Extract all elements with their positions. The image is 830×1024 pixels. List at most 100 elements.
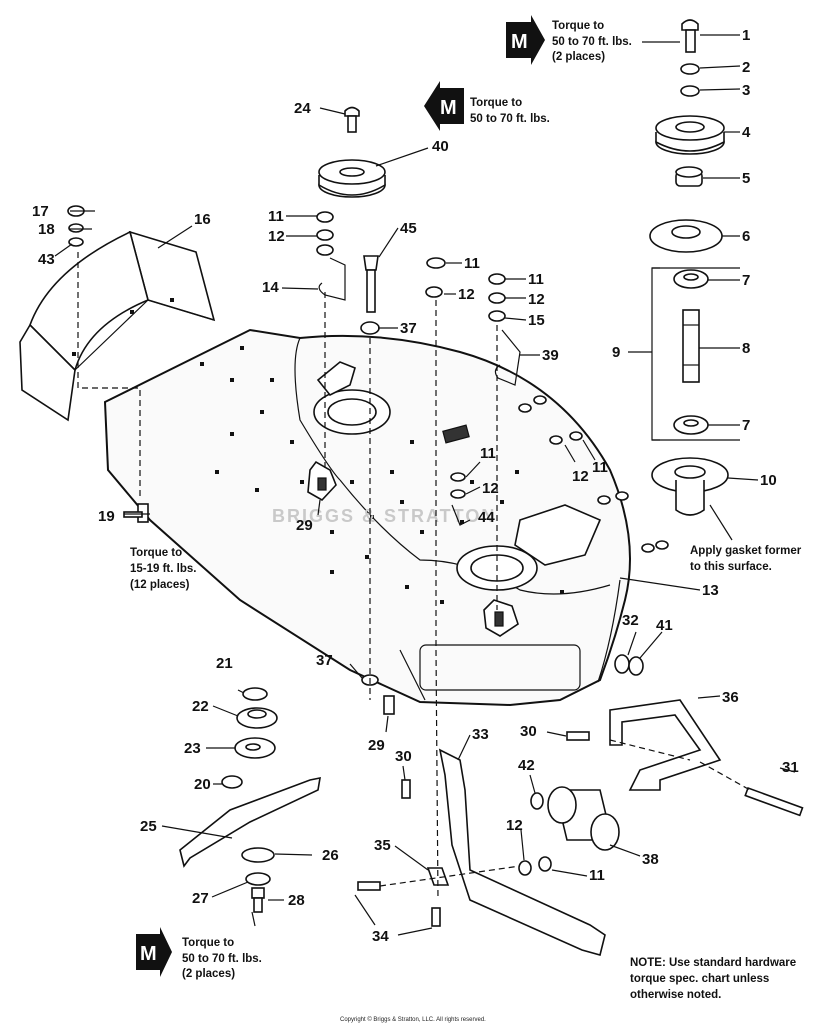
callout-7-bottom: 7 [742, 417, 750, 434]
svg-text:50 to 70 ft. lbs.: 50 to 70 ft. lbs. [470, 113, 550, 125]
svg-text:15-19 ft. lbs.: 15-19 ft. lbs. [130, 563, 196, 575]
spindle-stack [649, 19, 740, 516]
bolt-30-right [566, 731, 590, 741]
callout-30-right: 30 [520, 723, 537, 740]
metric-badge-top-mid: M [424, 81, 464, 131]
callout-25: 25 [140, 818, 157, 835]
gasket-note: Apply gasket former to this surface. [690, 545, 802, 573]
callout-12-f: 12 [506, 817, 523, 834]
alignment-lines [77, 252, 751, 901]
callout-34: 34 [372, 928, 389, 945]
callout-13: 13 [702, 582, 719, 599]
callout-20: 20 [194, 776, 211, 793]
bolt-34a [357, 881, 381, 891]
callout-29-top: 29 [296, 517, 313, 534]
callout-41: 41 [656, 617, 673, 634]
callout-35: 35 [374, 837, 391, 854]
pin-31 [744, 786, 804, 817]
torque-note-top-mid: Torque to 50 to 70 ft. lbs. [470, 97, 550, 125]
torque-note-top-right: Torque to 50 to 70 ft. lbs. (2 places) [552, 20, 632, 63]
bolt-29 [307, 460, 519, 715]
svg-text:otherwise noted.: otherwise noted. [630, 989, 721, 1001]
copyright: Copyright © Briggs & Stratton, LLC. All … [340, 1016, 486, 1023]
idler-pulley [318, 106, 386, 198]
torque-note-bottom-left: Torque to 50 to 70 ft. lbs. (2 places) [182, 937, 262, 980]
callout-43: 43 [38, 251, 55, 268]
svg-text:(2 places): (2 places) [552, 51, 605, 63]
callout-6: 6 [742, 228, 750, 245]
callout-16: 16 [194, 211, 211, 228]
callout-23: 23 [184, 740, 201, 757]
bracket-33 [438, 748, 606, 956]
svg-text:Torque to: Torque to [470, 97, 522, 109]
callout-22: 22 [192, 698, 209, 715]
washer-41 [628, 656, 644, 676]
nut-11-bottom [538, 856, 552, 872]
callout-11-f: 11 [589, 867, 605, 884]
callout-21: 21 [216, 655, 233, 672]
callout-9: 9 [612, 344, 620, 361]
svg-text:Torque to: Torque to [130, 547, 182, 559]
callout-37-top: 37 [400, 320, 417, 337]
hardware-left [67, 205, 85, 247]
callout-12-e: 12 [482, 480, 499, 497]
bolt-30-left [401, 779, 411, 799]
svg-text:Torque to: Torque to [182, 937, 234, 949]
callout-29-bottom: 29 [368, 737, 385, 754]
callout-1: 1 [742, 27, 750, 44]
metric-badge-top-right: M [506, 15, 545, 65]
callout-42: 42 [518, 757, 535, 774]
nut-42 [530, 792, 544, 810]
bolt-34b [431, 907, 441, 927]
svg-text:M: M [511, 31, 528, 53]
callout-40: 40 [432, 138, 449, 155]
callout-24: 24 [294, 100, 311, 117]
callout-12-b: 12 [458, 286, 475, 303]
hardware-note: NOTE: Use standard hardware torque spec.… [630, 957, 796, 1001]
washer-12 [518, 860, 532, 876]
callout-12-c: 12 [528, 291, 545, 308]
torque-note-left: Torque to 15-19 ft. lbs. (12 places) [130, 547, 196, 591]
callout-44: 44 [478, 509, 495, 526]
leader-lines [54, 34, 796, 936]
metric-badge-bottom-left: M [136, 927, 172, 977]
blade-assembly [179, 687, 321, 913]
svg-text:(12 places): (12 places) [130, 579, 190, 591]
callout-4: 4 [742, 124, 751, 141]
callout-11-c: 11 [528, 271, 544, 288]
svg-text:M: M [440, 97, 457, 119]
svg-text:to this surface.: to this surface. [690, 561, 772, 573]
callout-11-e: 11 [480, 445, 496, 462]
callout-37-bottom: 37 [316, 652, 333, 669]
bolt-19 [123, 503, 149, 523]
svg-text:M: M [140, 943, 157, 965]
callout-27: 27 [192, 890, 209, 907]
svg-text:(2 places): (2 places) [182, 968, 235, 980]
svg-text:50 to 70 ft. lbs.: 50 to 70 ft. lbs. [182, 953, 262, 965]
svg-text:Apply gasket former: Apply gasket former [690, 545, 802, 557]
svg-text:torque spec. chart unless: torque spec. chart unless [630, 973, 769, 985]
callout-3: 3 [742, 82, 750, 99]
callout-32: 32 [622, 612, 639, 629]
svg-text:NOTE: Use standard hardware: NOTE: Use standard hardware [630, 957, 796, 969]
bracket-36 [609, 699, 722, 791]
deck-holes [200, 346, 564, 604]
callout-17: 17 [32, 203, 49, 220]
callout-7-top: 7 [742, 272, 750, 289]
callout-14: 14 [262, 279, 279, 296]
callout-8: 8 [742, 340, 750, 357]
discharge-shield [19, 230, 216, 422]
callout-12-a: 12 [268, 228, 285, 245]
callout-2: 2 [742, 59, 750, 76]
callout-39: 39 [542, 347, 559, 364]
callout-26: 26 [322, 847, 339, 864]
callout-11-a: 11 [268, 208, 284, 225]
watermark-text: BRIGGS & STRATTON [272, 506, 496, 526]
svg-text:50 to 70 ft. lbs.: 50 to 70 ft. lbs. [552, 36, 632, 48]
callout-18: 18 [38, 221, 55, 238]
callout-30-left: 30 [395, 748, 412, 765]
callout-33: 33 [472, 726, 489, 743]
callout-numbers: 1 2 3 4 5 6 7 8 9 7 10 13 24 40 17 18 43… [32, 27, 799, 945]
